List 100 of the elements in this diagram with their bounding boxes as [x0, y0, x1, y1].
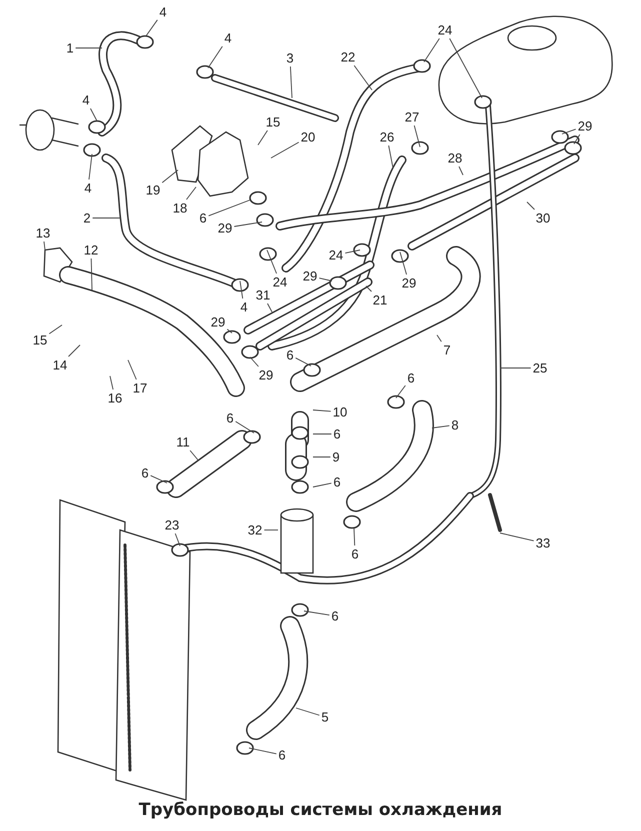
callout-number: 20 — [300, 130, 316, 144]
leader-line — [267, 303, 272, 312]
callout-number: 27 — [404, 110, 420, 124]
callout-number: 17 — [132, 380, 148, 396]
leader-line — [354, 65, 372, 90]
leader-line — [162, 170, 178, 184]
callout-number: 29 — [210, 314, 226, 330]
leader-line — [366, 286, 372, 292]
leader-line — [258, 130, 268, 146]
callout-number: 13 — [34, 226, 52, 240]
leader-line — [250, 356, 259, 367]
callout-number: 6 — [406, 370, 416, 386]
leader-line — [234, 222, 262, 227]
callout-number: 21 — [372, 292, 388, 308]
callout-number: 6 — [277, 748, 287, 762]
callout-number: 4 — [158, 4, 168, 20]
leader-line — [88, 154, 92, 180]
leader-line — [400, 252, 407, 275]
leader-line — [312, 410, 332, 412]
callout-number: 15 — [32, 332, 48, 348]
leader-line — [562, 128, 576, 134]
leader-line — [240, 280, 244, 299]
callout-number: 6 — [225, 410, 235, 426]
leader-line — [266, 250, 277, 274]
leader-line — [90, 108, 98, 122]
callout-number: 6 — [285, 348, 295, 362]
callout-number: 7 — [442, 342, 452, 358]
callout-number: 3 — [285, 50, 295, 66]
callout-number: 29 — [216, 220, 234, 236]
callout-number: 16 — [106, 390, 124, 406]
callout-number: 9 — [331, 450, 341, 464]
leader-line — [500, 532, 534, 542]
callout-number: 6 — [350, 546, 360, 562]
callout-number: 6 — [198, 210, 208, 226]
leader-line — [526, 202, 535, 210]
leader-line — [90, 258, 92, 290]
callout-number: 15 — [264, 114, 282, 130]
leader-line — [208, 46, 223, 68]
leader-line — [190, 450, 198, 460]
callout-number: 14 — [52, 358, 68, 372]
callout-number: 31 — [254, 288, 272, 302]
leader-line — [186, 186, 196, 200]
leader-line — [312, 456, 331, 458]
callout-number: 23 — [164, 518, 180, 532]
callout-number: 6 — [332, 474, 342, 490]
leader-line — [270, 142, 300, 158]
leader-line — [414, 125, 420, 148]
leader-line — [354, 528, 356, 546]
callout-number: 22 — [340, 50, 356, 64]
leader-line — [432, 425, 450, 428]
leader-line — [48, 324, 62, 334]
callout-number: 25 — [532, 360, 548, 376]
callout-number: 4 — [81, 92, 91, 108]
callout-number: 30 — [534, 210, 552, 226]
leader-line — [44, 241, 46, 250]
leader-line — [304, 610, 330, 616]
leader-line — [396, 385, 406, 398]
leader-line — [226, 328, 232, 334]
callout-number: 24 — [328, 248, 344, 262]
leader-line — [312, 482, 332, 488]
leader-line — [458, 166, 464, 176]
leader-line — [388, 145, 394, 168]
leader-line — [290, 66, 292, 98]
callout-number: 1 — [65, 40, 75, 56]
leader-line — [174, 533, 180, 546]
callout-number: 4 — [83, 180, 93, 196]
callout-number: 24 — [272, 274, 288, 290]
leader-line — [248, 748, 277, 754]
callout-number: 4 — [239, 300, 249, 314]
leader-line — [344, 250, 360, 254]
leader-line — [150, 475, 168, 484]
callout-number: 26 — [378, 130, 396, 144]
leader-line — [574, 134, 580, 144]
leader-line — [128, 360, 137, 380]
callout-number: 6 — [140, 466, 150, 480]
diagram-title: Трубопроводы системы охлаждения — [138, 800, 504, 820]
callout-number: 29 — [576, 118, 594, 134]
leader-line — [449, 38, 482, 98]
callout-number: 10 — [332, 404, 348, 420]
leader-line — [296, 708, 320, 716]
leader-line — [146, 19, 158, 36]
callout-number: 2 — [82, 210, 92, 226]
callout-number: 28 — [446, 150, 464, 166]
callout-number: 5 — [320, 710, 330, 724]
leader-line — [208, 200, 250, 216]
callout-number: 6 — [330, 608, 340, 624]
callout-number: 29 — [400, 276, 418, 290]
callout-number: 29 — [258, 368, 274, 382]
callout-number: 33 — [534, 536, 552, 550]
callout-number: 8 — [450, 418, 460, 432]
callout-number: 29 — [302, 268, 318, 284]
leader-line — [436, 334, 442, 342]
leader-line — [68, 344, 80, 357]
leader-line — [110, 376, 114, 390]
leader-line — [318, 278, 332, 282]
leader-line — [235, 421, 254, 434]
callout-number: 24 — [436, 22, 454, 38]
leader-line — [424, 38, 440, 62]
callout-number: 19 — [144, 182, 162, 198]
callout-number: 12 — [82, 242, 100, 258]
